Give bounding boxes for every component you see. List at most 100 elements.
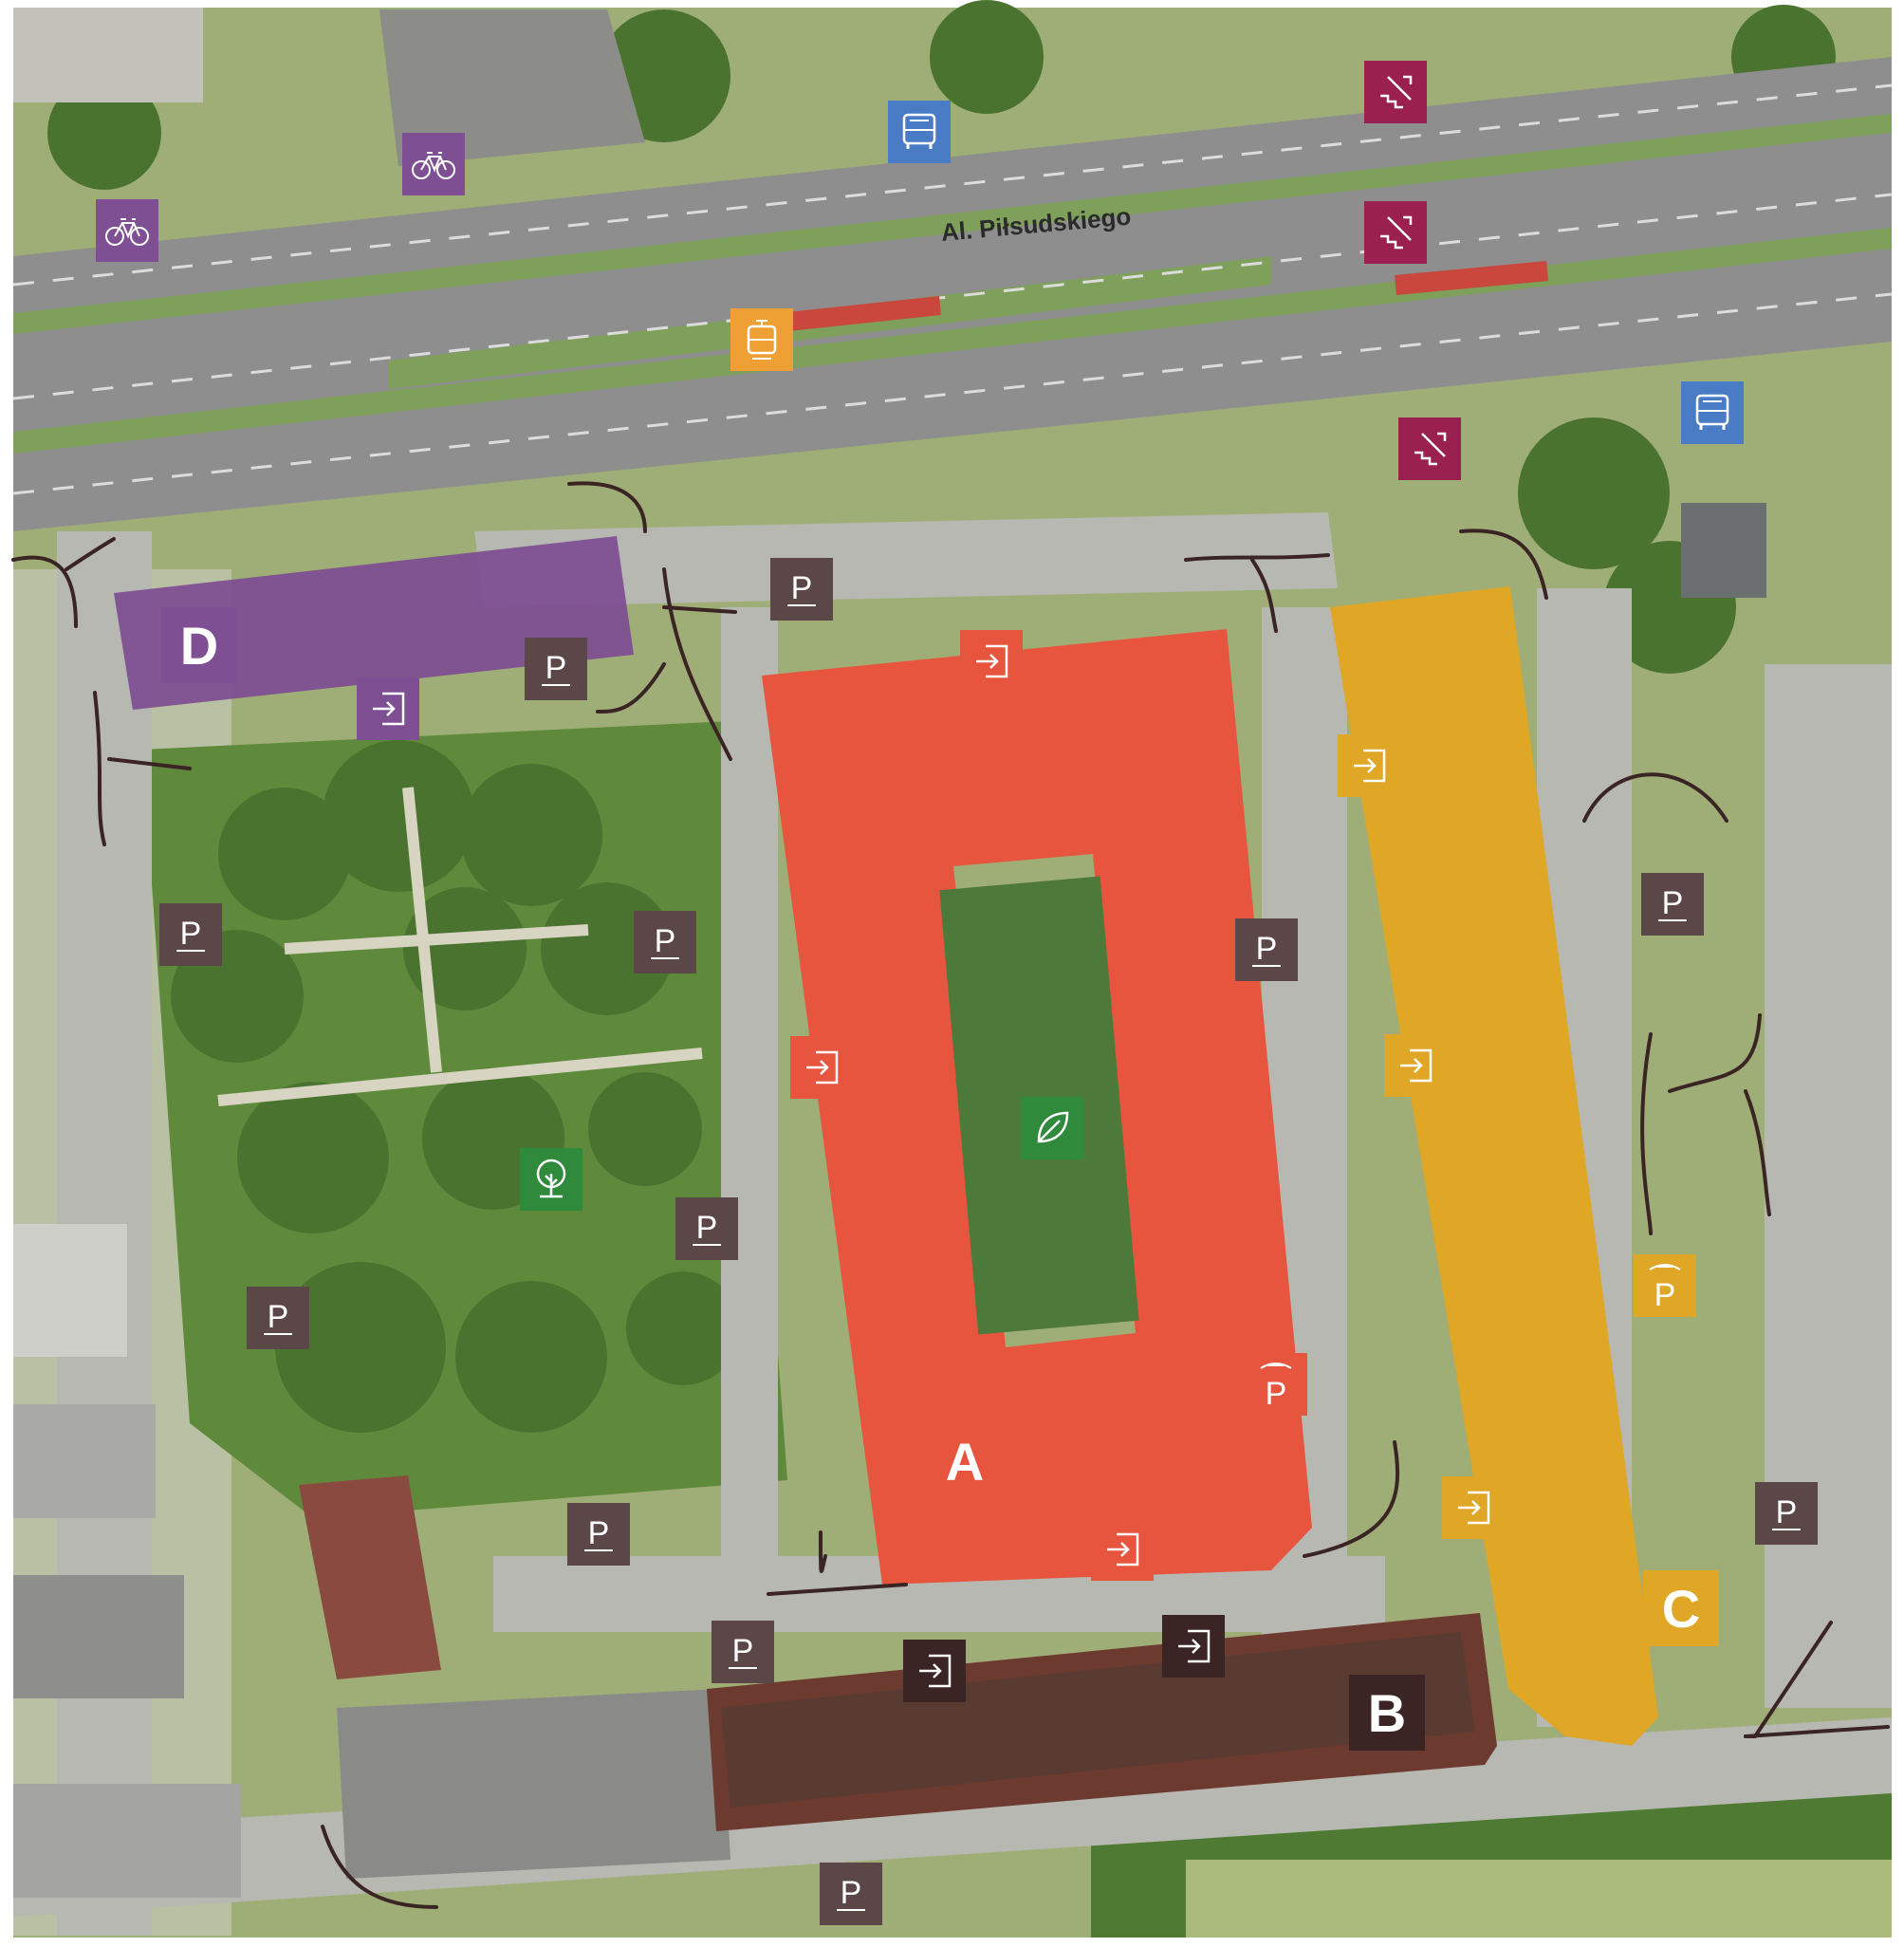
building-label-B: B [1349, 1675, 1425, 1751]
svg-text:P: P [1662, 885, 1684, 921]
entrance-marker-A[interactable] [960, 630, 1023, 693]
parking-icon: P [584, 1515, 613, 1551]
parking-icon: P [837, 1875, 865, 1911]
left-building [13, 1224, 127, 1357]
parking-icon: P [693, 1210, 721, 1246]
right-building [1681, 503, 1766, 598]
parking-icon: P [264, 1299, 292, 1335]
parking-marker[interactable]: P [820, 1863, 882, 1925]
bike-marker[interactable] [96, 199, 158, 262]
parking-icon: P [1252, 931, 1281, 967]
svg-text:P: P [268, 1299, 289, 1335]
parking-marker[interactable]: P [634, 911, 696, 974]
entrance-marker-A[interactable] [1091, 1518, 1154, 1581]
entrance-icon [1458, 1491, 1490, 1525]
svg-text:P: P [696, 1210, 718, 1246]
tram-stop-marker[interactable] [730, 308, 793, 371]
stairs-marker[interactable] [1364, 61, 1427, 123]
stairs-icon [1380, 75, 1413, 109]
svg-text:P: P [180, 916, 202, 952]
svg-text:P: P [791, 570, 813, 606]
lane-markings [12, 83, 1893, 495]
svg-text:P: P [545, 650, 567, 686]
stairs-icon [1414, 432, 1447, 466]
parking-marker[interactable]: P [712, 1621, 774, 1683]
hall-building [299, 1475, 441, 1679]
parking-icon: P [542, 650, 570, 686]
parking-marker[interactable]: P [1755, 1482, 1818, 1545]
entrance-icon [976, 644, 1008, 678]
entrance-marker-B[interactable] [903, 1640, 966, 1702]
left-building [13, 1575, 184, 1698]
bus-icon [902, 113, 936, 149]
leaf-icon [1037, 1111, 1069, 1143]
entrance-icon [1178, 1629, 1211, 1663]
parking-marker[interactable]: P [159, 903, 222, 966]
tram-vehicle [778, 296, 941, 332]
bike-marker[interactable] [402, 133, 465, 195]
covered-parking-marker[interactable]: P [1245, 1353, 1307, 1416]
entrance-marker-A[interactable] [790, 1036, 853, 1099]
park-paths [217, 787, 703, 1106]
entrance-marker-B[interactable] [1162, 1615, 1225, 1678]
parking-marker[interactable]: P [525, 638, 587, 700]
top-left-plot [13, 8, 203, 102]
parking-marker[interactable]: P [770, 558, 833, 621]
svg-text:P: P [1776, 1494, 1798, 1530]
traffic-arrows [11, 481, 1890, 1909]
left-building [13, 1404, 156, 1518]
parking-marker[interactable]: P [1235, 918, 1298, 981]
entrance-icon [373, 692, 405, 726]
building-C-shape [1330, 586, 1658, 1746]
parking-marker[interactable]: P [1641, 873, 1704, 936]
building-label-C: C [1643, 1570, 1719, 1646]
parking-icon: P [787, 570, 816, 606]
covered-parking-marker[interactable]: P [1634, 1254, 1696, 1317]
entrance-icon [1107, 1532, 1139, 1567]
covered-parking-icon: P [1649, 1264, 1681, 1311]
parking-marker[interactable]: P [247, 1287, 309, 1349]
bus-stop-marker[interactable] [888, 101, 951, 163]
tree-icon [536, 1159, 566, 1198]
tram-vehicle [1395, 261, 1548, 295]
entrance-marker-C[interactable] [1338, 734, 1400, 797]
left-building [13, 1784, 241, 1898]
entrance-icon [919, 1654, 952, 1688]
entrance-marker-C[interactable] [1384, 1034, 1447, 1097]
svg-text:P: P [841, 1875, 862, 1911]
stairs-marker[interactable] [1398, 417, 1461, 480]
grey-building [337, 1689, 730, 1879]
green-courtyard-marker[interactable] [1021, 1097, 1083, 1159]
entrance-marker-D[interactable] [357, 677, 419, 740]
building-label-D: D [161, 607, 237, 683]
parking-icon: P [176, 916, 205, 952]
svg-text:P: P [1256, 931, 1278, 967]
entrance-marker-C[interactable] [1442, 1476, 1505, 1539]
bike-icon [412, 152, 455, 179]
svg-text:P: P [588, 1515, 610, 1551]
bus-icon [1695, 394, 1729, 430]
building-A-shape [762, 629, 1312, 1585]
entrance-icon [1354, 749, 1386, 783]
building-D-shape [114, 536, 634, 710]
parking-icon: P [729, 1633, 757, 1669]
svg-text:P: P [1266, 1376, 1287, 1410]
svg-text:P: P [655, 923, 676, 959]
bike-icon [105, 218, 149, 246]
parking-marker[interactable]: P [675, 1197, 738, 1260]
svg-text:P: P [1654, 1277, 1676, 1311]
bus-stop-marker[interactable] [1681, 381, 1744, 444]
covered-parking-icon: P [1260, 1363, 1292, 1410]
entrance-icon [1400, 1048, 1433, 1083]
top-building [379, 9, 645, 166]
stairs-icon [1380, 215, 1413, 250]
parking-icon: P [1658, 885, 1687, 921]
parking-icon: P [651, 923, 679, 959]
entrance-icon [806, 1050, 839, 1085]
stairs-marker[interactable] [1364, 201, 1427, 264]
park-marker[interactable] [520, 1148, 582, 1211]
parking-marker[interactable]: P [567, 1503, 630, 1566]
svg-text:P: P [732, 1633, 754, 1669]
